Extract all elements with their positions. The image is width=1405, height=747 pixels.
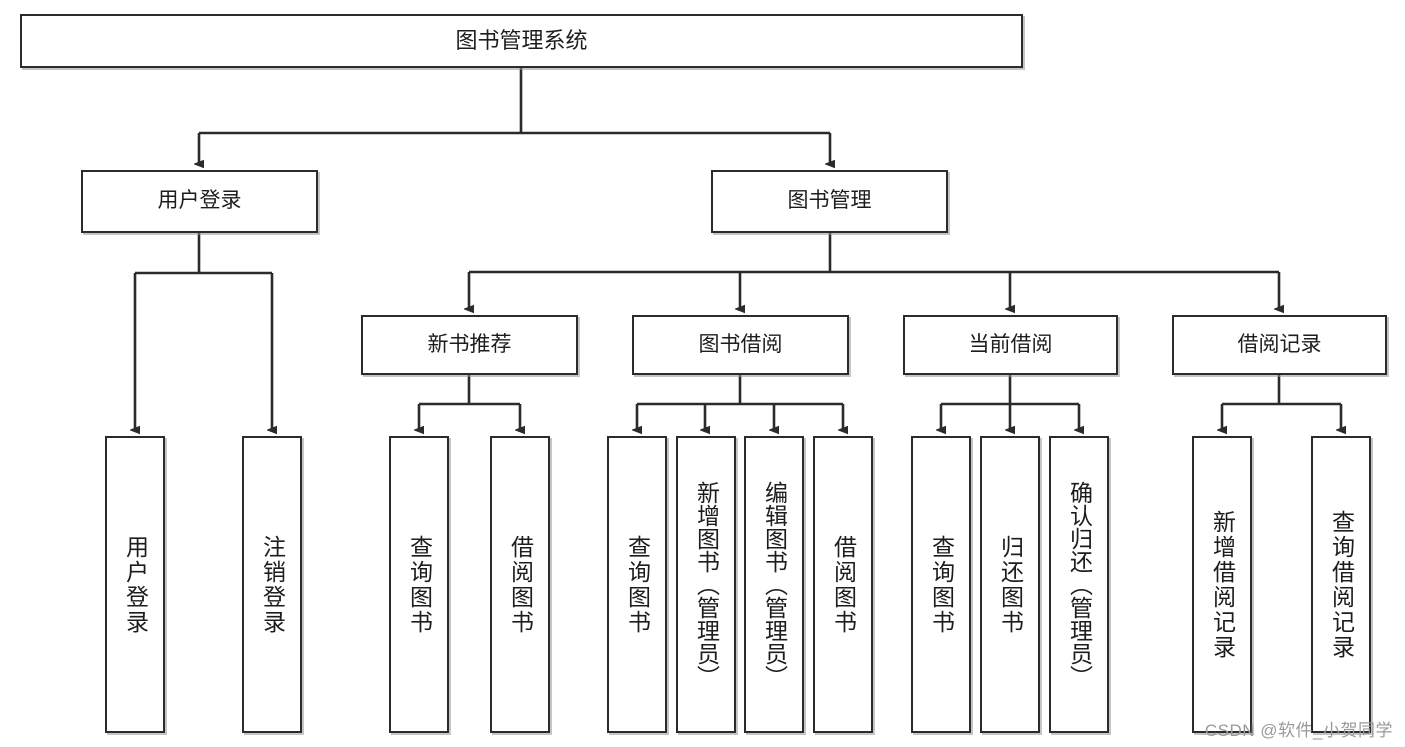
node-label: 编辑图书（管理员） [761, 481, 788, 688]
node-root-book-management-system[interactable]: 图书管理系统 [20, 14, 1023, 68]
node-label: 用户登录 [157, 189, 242, 213]
leaf-user-login-logout[interactable]: 注销登录 [242, 436, 302, 733]
node-user-login[interactable]: 用户登录 [81, 170, 318, 233]
leaf-book-borrow-borrow-book[interactable]: 借阅图书 [813, 436, 873, 733]
node-label: 图书管理 [787, 189, 872, 213]
node-label: 归还图书 [997, 534, 1024, 635]
node-label: 借阅图书 [507, 534, 534, 635]
leaf-book-borrow-edit-book-admin[interactable]: 编辑图书（管理员） [744, 436, 804, 733]
leaf-book-borrow-add-book-admin[interactable]: 新增图书（管理员） [676, 436, 736, 733]
node-book-management[interactable]: 图书管理 [711, 170, 948, 233]
node-label: 新增图书（管理员） [693, 481, 720, 688]
node-book-borrow[interactable]: 图书借阅 [632, 315, 849, 375]
leaf-new-book-borrow-book[interactable]: 借阅图书 [490, 436, 550, 733]
leaf-borrow-record-add-record[interactable]: 新增借阅记录 [1192, 436, 1252, 733]
node-label: 查询图书 [406, 534, 433, 635]
leaf-new-book-query-book[interactable]: 查询图书 [389, 436, 449, 733]
leaf-current-borrow-confirm-return-admin[interactable]: 确认归还（管理员） [1049, 436, 1109, 733]
node-label: 借阅图书 [830, 534, 857, 635]
node-label: 当前借阅 [968, 332, 1053, 356]
node-label: 新书推荐 [427, 332, 512, 356]
node-label: 新增借阅记录 [1209, 509, 1236, 660]
node-label: 查询借阅记录 [1328, 509, 1355, 660]
leaf-borrow-record-query-record[interactable]: 查询借阅记录 [1311, 436, 1371, 733]
leaf-current-borrow-query-book[interactable]: 查询图书 [911, 436, 971, 733]
leaf-user-login-login[interactable]: 用户登录 [105, 436, 165, 733]
node-current-borrow[interactable]: 当前借阅 [903, 315, 1118, 375]
node-label: 借阅记录 [1237, 332, 1322, 356]
node-label: 图书借阅 [698, 332, 783, 356]
node-label: 注销登录 [259, 534, 286, 635]
node-label: 用户登录 [122, 534, 149, 635]
leaf-book-borrow-query-book[interactable]: 查询图书 [607, 436, 667, 733]
node-borrow-record[interactable]: 借阅记录 [1172, 315, 1387, 375]
node-label: 确认归还（管理员） [1066, 481, 1093, 688]
node-label: 查询图书 [928, 534, 955, 635]
leaf-current-borrow-return-book[interactable]: 归还图书 [980, 436, 1040, 733]
node-new-book-recommendation[interactable]: 新书推荐 [361, 315, 578, 375]
node-label: 图书管理系统 [455, 28, 588, 54]
node-label: 查询图书 [624, 534, 651, 635]
